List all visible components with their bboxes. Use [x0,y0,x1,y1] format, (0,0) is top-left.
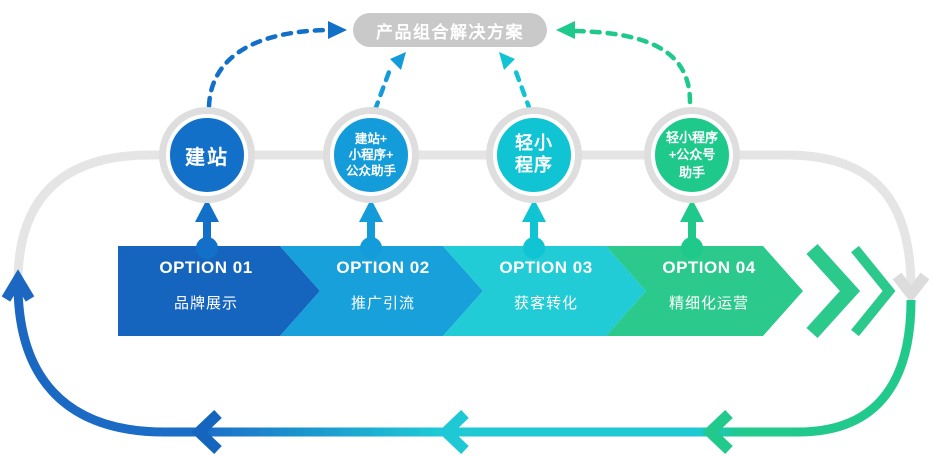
dashed-arc-3 [513,69,533,113]
trailing-chevron-2-icon [851,245,896,337]
option-bar-4 [606,246,803,336]
up-arrow-2-icon [359,199,383,259]
circle-label: 轻小程序 [665,129,718,145]
green-left-arrow-icon [702,410,733,454]
blue-up-arrow-icon [1,269,35,302]
option-3-label: OPTION 03 [499,258,593,277]
option-1-sublabel: 品牌展示 [173,295,238,312]
circle-qingxiaochengxu-gongzhonghao: 轻小程序 +公众号 助手 [651,114,733,196]
circle-label: +公众号 [668,147,716,163]
circle-jianzhan-xiaochengxu: 建站+ 小程序+ 公众助手 [330,114,412,196]
option-4-text: OPTION 04 精细化运营 [629,258,789,313]
dashed-arc-3-arrow-icon [499,52,515,70]
option-bar-1 [118,246,320,336]
blue-left-arrow-icon [191,410,222,454]
cyan-left-arrow-icon [438,410,469,454]
option-2-label: OPTION 02 [336,258,430,277]
option-2-sublabel: 推广引流 [350,295,415,312]
option-3-text: OPTION 03 获客转化 [466,258,626,313]
dashed-arc-2 [372,69,392,113]
circle-label: 小程序+ [348,147,394,162]
option-4-sublabel: 精细化运营 [668,295,749,312]
dashed-arc-4-arrow-icon [556,21,575,39]
circle-jianzhan: 建站 [166,114,248,196]
title-pill: 产品组合解决方案 [353,13,547,47]
gray-down-arrow-icon [892,272,930,303]
circle-label: 建站 [185,146,229,169]
dashed-arc-1 [206,27,333,109]
circle-qingxiaochengxu: 轻小 程序 [493,114,575,196]
option-1-text: OPTION 01 品牌展示 [126,258,286,313]
option-3-sublabel: 获客转化 [513,295,578,312]
up-arrow-1-icon [195,199,219,259]
gray-loop-path [13,150,916,289]
bottom-flow-path [13,283,916,437]
option-bar-2 [280,246,483,336]
circle-label: 助手 [678,164,705,180]
dashed-arc-1-arrow-icon [328,21,347,39]
circle-label: 轻小 [515,133,553,154]
circle-label: 程序 [515,155,553,175]
option-1-label: OPTION 01 [159,258,253,277]
circle-label: 建站+ [354,131,388,146]
option-bar-3 [443,246,646,336]
up-arrow-3-icon [522,199,546,259]
dashed-arc-4 [569,28,693,105]
dashed-arc-2-arrow-icon [390,52,406,70]
option-4-label: OPTION 04 [662,258,756,277]
up-arrow-4-icon [680,199,704,259]
trailing-chevron-1-icon [806,243,861,339]
option-2-text: OPTION 02 推广引流 [303,258,463,313]
circle-label: 公众助手 [345,164,396,179]
